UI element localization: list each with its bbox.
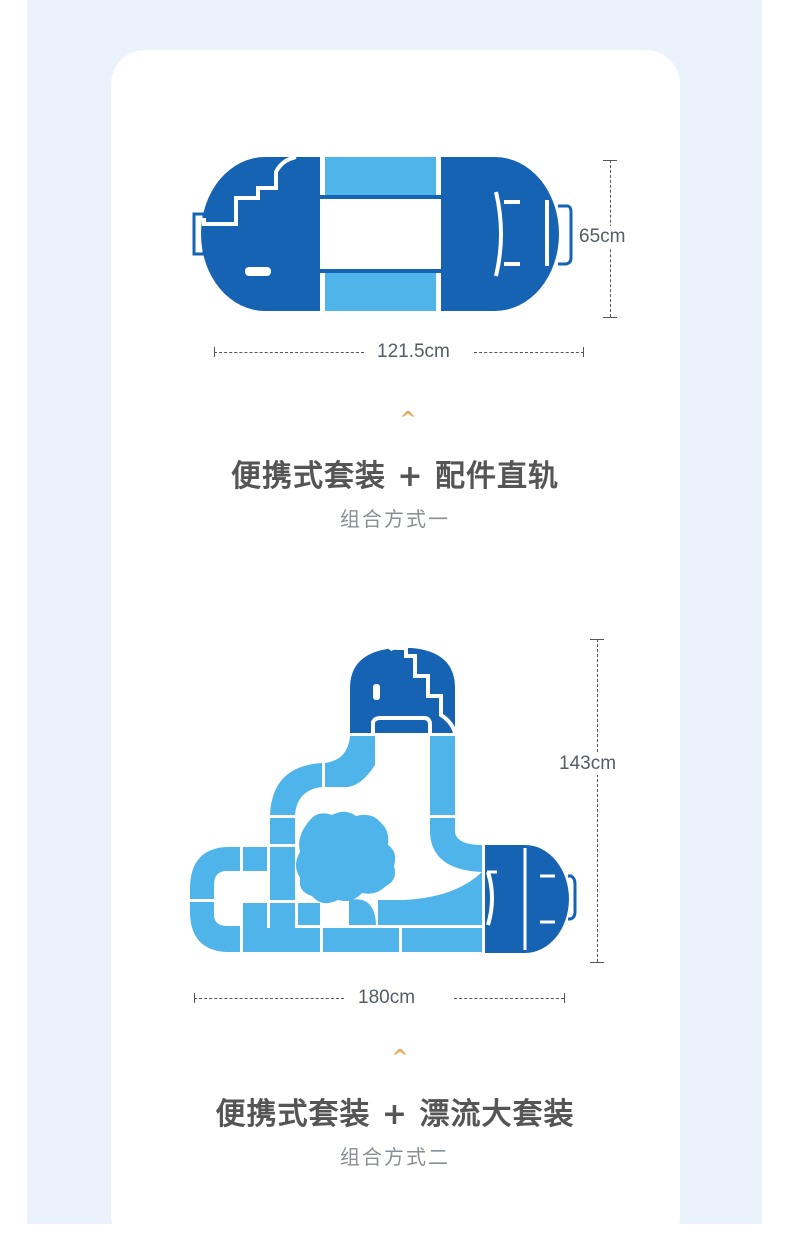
height-label-2: 143cm <box>558 753 618 775</box>
height-tick-bottom-2 <box>590 962 604 963</box>
height-dimension-line-2 <box>597 639 598 962</box>
section-title-1: 便携式套装 + 配件直轨 <box>230 459 560 494</box>
section-title-2: 便携式套装 + 漂流大套装 <box>215 1097 575 1132</box>
layout-diagram-2 <box>190 645 577 953</box>
height-tick-bottom-1 <box>603 317 617 318</box>
width-label-2: 180cm <box>358 987 416 1008</box>
width-tick-right-2 <box>564 993 565 1003</box>
width-dimension-line-left-1 <box>214 352 364 353</box>
width-tick-right-1 <box>583 347 584 357</box>
caret-icon-1: ^ <box>399 407 417 431</box>
width-dimension-line-right-1 <box>474 352 584 353</box>
width-dimension-line-right-2 <box>454 998 564 999</box>
layout-diagram-1 <box>192 155 573 311</box>
caret-icon-2: ^ <box>391 1045 409 1069</box>
height-label-1: 65cm <box>578 226 627 248</box>
width-label-1: 121.5cm <box>377 341 450 362</box>
section-subtitle-1: 组合方式一 <box>340 507 450 531</box>
width-dimension-line-left-2 <box>194 998 344 999</box>
section-subtitle-2: 组合方式二 <box>340 1145 450 1169</box>
